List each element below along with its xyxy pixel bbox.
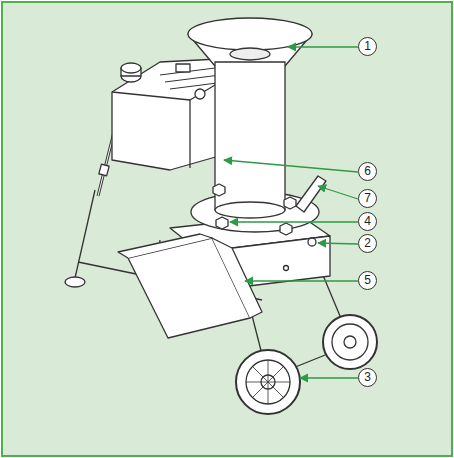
callout-number: 1 <box>358 37 377 56</box>
callout-number: 7 <box>358 189 377 208</box>
callout-number: 5 <box>358 271 377 290</box>
callout-number: 3 <box>358 368 377 387</box>
callout-number: 4 <box>358 212 377 231</box>
callout-number: 2 <box>358 234 377 253</box>
callout-number: 6 <box>358 162 377 181</box>
